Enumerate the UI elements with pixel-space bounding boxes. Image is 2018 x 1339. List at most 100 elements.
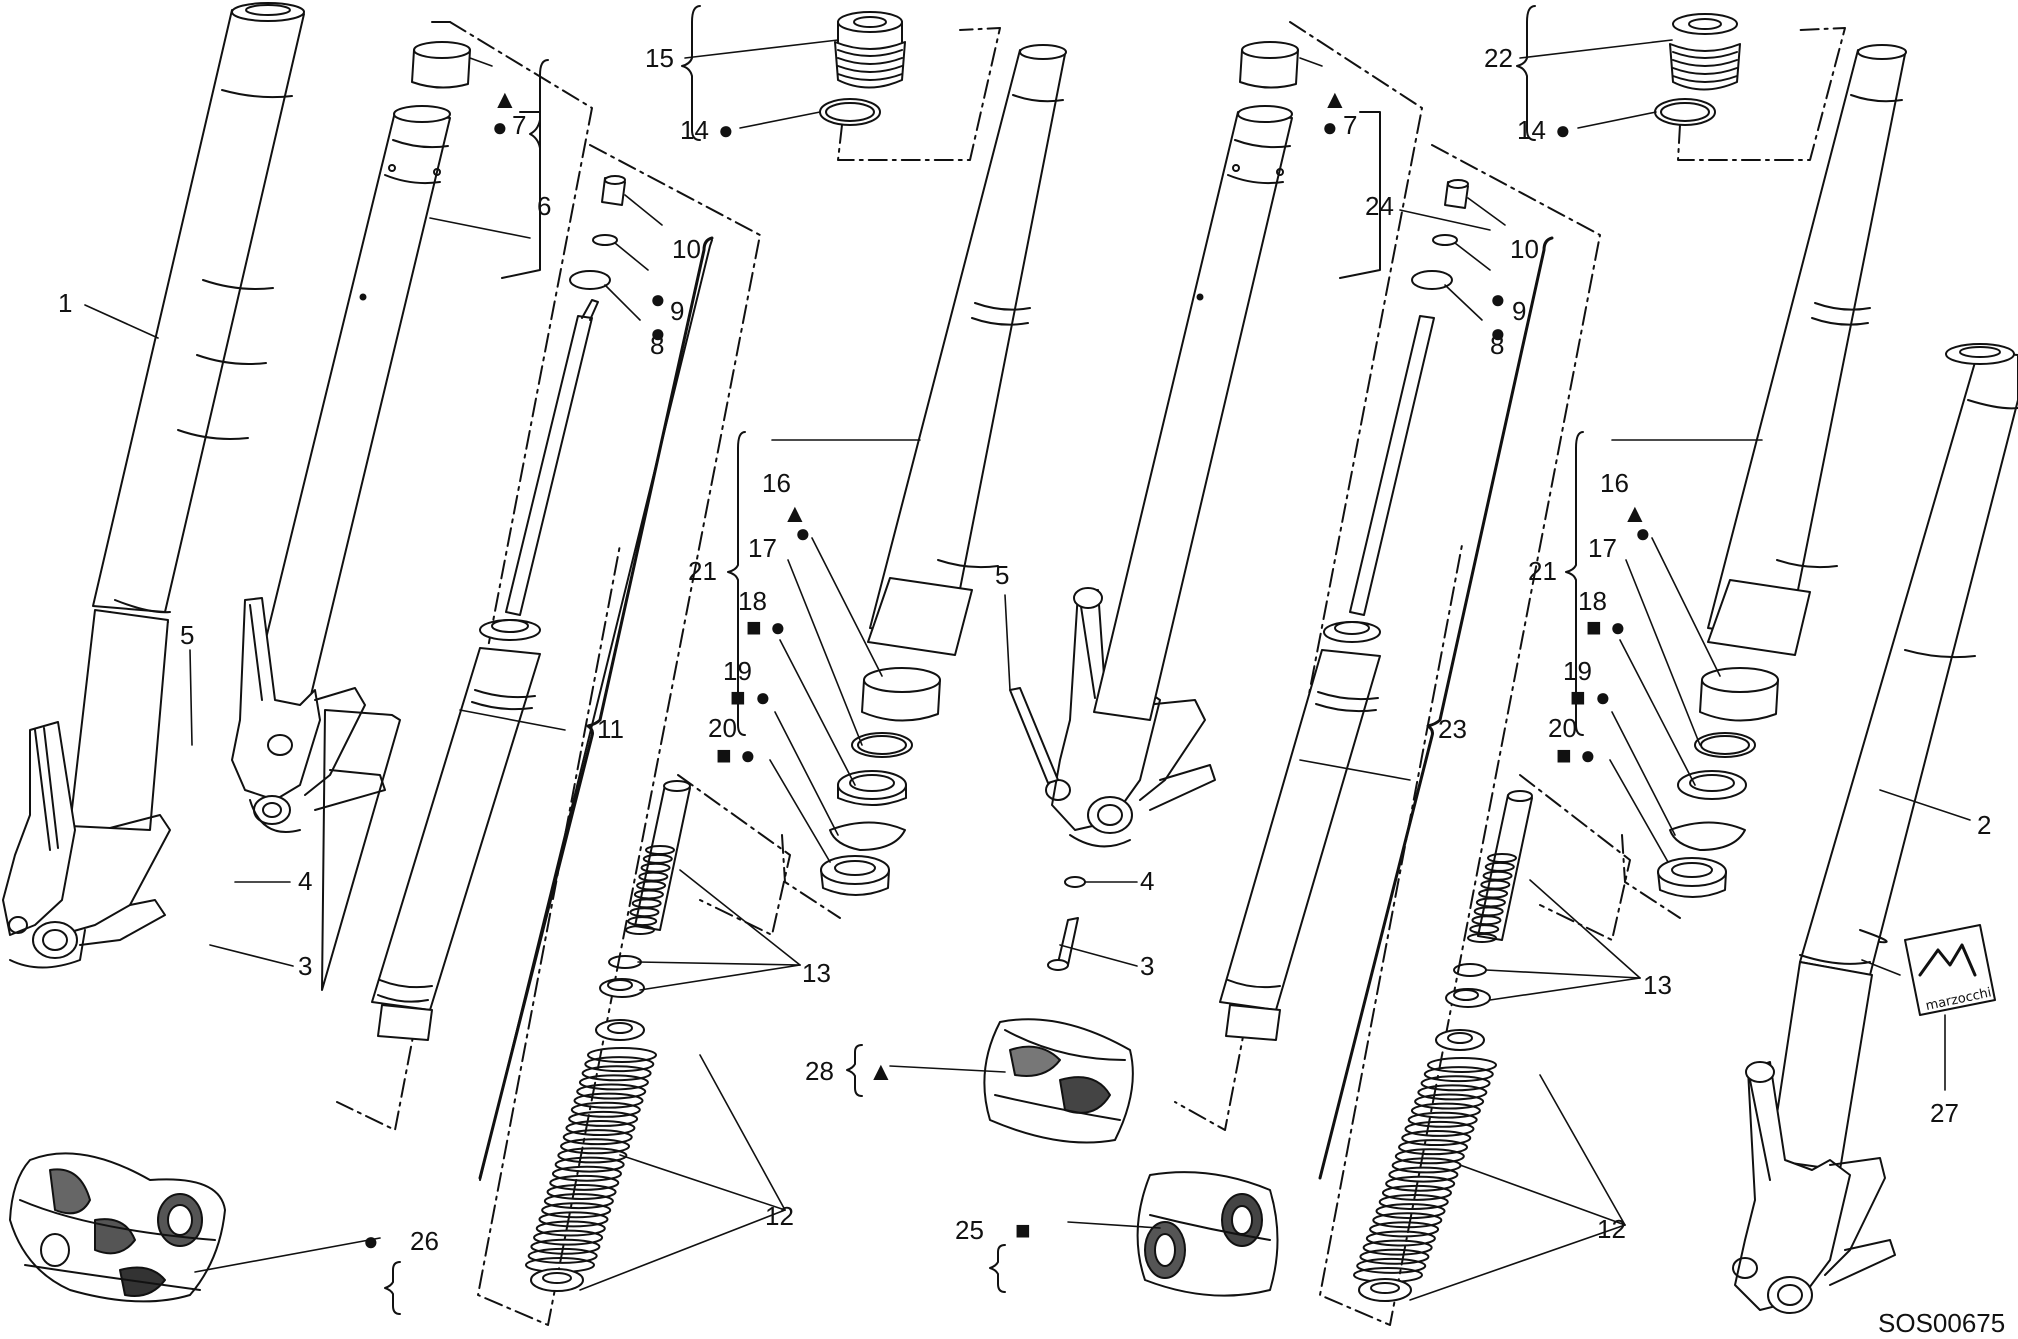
circle-icon: ● <box>650 284 666 314</box>
callout-20a: 20 <box>708 713 737 743</box>
triangle-icon: ▲ <box>1322 84 1348 114</box>
coil <box>1375 1203 1446 1220</box>
circle-icon: ● <box>795 518 811 548</box>
callout-1: 1 <box>58 288 73 318</box>
callout-21a: 21 <box>688 556 717 586</box>
coil <box>549 1174 620 1191</box>
coil <box>1414 1093 1485 1110</box>
coil <box>1401 1130 1472 1147</box>
callout-23: 23 <box>1438 714 1467 744</box>
callout-5a: 5 <box>180 620 195 650</box>
top-cap-left <box>819 11 1001 161</box>
marzocchi-decal: marzocchi <box>1904 924 1996 1016</box>
square-icon: ■ <box>746 612 762 642</box>
circle-icon: ● <box>1610 612 1626 642</box>
brackets <box>384 5 1584 1315</box>
coil <box>573 1092 644 1109</box>
callout-25: 25 <box>955 1215 984 1245</box>
coil <box>1356 1257 1427 1274</box>
coil <box>1404 1120 1475 1137</box>
coil <box>543 1193 614 1210</box>
circle-icon: ● <box>1322 112 1338 142</box>
coil <box>581 1065 652 1082</box>
square-icon: ■ <box>1556 740 1572 770</box>
fork-leg-2 <box>1732 343 2018 1314</box>
coil <box>1388 1166 1459 1183</box>
coil <box>533 1229 604 1246</box>
spring-assembly-right <box>1353 774 1631 1302</box>
cartridge-left <box>371 144 761 1326</box>
coil <box>527 1247 598 1264</box>
spring-assembly-left <box>525 774 791 1292</box>
circle-icon: ● <box>650 318 666 348</box>
callout-18a: 18 <box>738 586 767 616</box>
callout-26: 26 <box>410 1226 439 1256</box>
coil <box>562 1129 633 1146</box>
coil <box>1369 1221 1440 1238</box>
circle-icon: ● <box>363 1226 379 1256</box>
callout-13a: 13 <box>802 958 831 988</box>
coil <box>1381 1184 1452 1201</box>
top-cap-right <box>1654 13 1846 161</box>
coil <box>587 1047 657 1063</box>
coil <box>530 1238 601 1255</box>
coil <box>1359 1248 1430 1265</box>
coil <box>560 1138 631 1155</box>
callout-2: 2 <box>1977 810 1992 840</box>
circle-icon: ● <box>1580 740 1596 770</box>
coil <box>1362 1239 1433 1256</box>
coil <box>1394 1148 1465 1165</box>
square-icon: ■ <box>730 682 746 712</box>
triangle-icon: ▲ <box>782 498 808 528</box>
coil <box>1372 1212 1443 1229</box>
callout-12b: 12 <box>1597 1214 1626 1244</box>
coil <box>1398 1139 1469 1156</box>
coil <box>584 1056 655 1073</box>
callout-18b: 18 <box>1578 586 1607 616</box>
callout-24: 24 <box>1365 191 1394 221</box>
triangle-icon: ▲ <box>868 1056 894 1086</box>
fork-leg-left-exploded <box>231 21 593 1131</box>
bracket-23 <box>1318 236 1554 1180</box>
coil <box>565 1120 636 1137</box>
coil <box>1423 1066 1494 1083</box>
triangle-icon: ▲ <box>492 84 518 114</box>
callout-3b: 3 <box>1140 951 1155 981</box>
callout-9a: 9 <box>670 296 685 326</box>
coil <box>578 1074 649 1091</box>
coil <box>554 1156 625 1173</box>
coil <box>551 1165 622 1182</box>
coil <box>625 925 655 935</box>
coil <box>1467 933 1497 943</box>
callout-10a: 10 <box>672 234 701 264</box>
callout-16a: 16 <box>762 468 791 498</box>
leader-lines <box>84 39 1971 1301</box>
coil <box>535 1220 606 1237</box>
coil <box>1365 1230 1436 1247</box>
callout-7a: 7 <box>512 110 527 140</box>
coil <box>538 1211 609 1228</box>
square-icon: ■ <box>1015 1215 1031 1245</box>
callout-21b: 21 <box>1528 556 1557 586</box>
callout-9b: 9 <box>1512 296 1527 326</box>
bracket-11 <box>478 236 714 1180</box>
callout-15: 15 <box>645 43 674 73</box>
callout-8b: 8 <box>1490 330 1505 360</box>
drawing-code: SOS00675 <box>1878 1308 2006 1338</box>
kit-bag-26 <box>9 1152 226 1303</box>
circle-icon: ● <box>1490 318 1506 348</box>
callout-8a: 8 <box>650 330 665 360</box>
circle-icon: ● <box>740 740 756 770</box>
circle-icon: ● <box>1490 284 1506 314</box>
circle-icon: ● <box>718 115 734 145</box>
callout-4a: 4 <box>298 866 313 896</box>
circle-icon: ● <box>755 682 771 712</box>
square-icon: ■ <box>1570 682 1586 712</box>
circle-icon: ● <box>1595 682 1611 712</box>
callout-13b: 13 <box>1643 970 1672 1000</box>
callout-19a: 19 <box>723 656 752 686</box>
callout-19b: 19 <box>1563 656 1592 686</box>
callout-17a: 17 <box>748 533 777 563</box>
fork-tube-middle <box>781 44 1067 919</box>
